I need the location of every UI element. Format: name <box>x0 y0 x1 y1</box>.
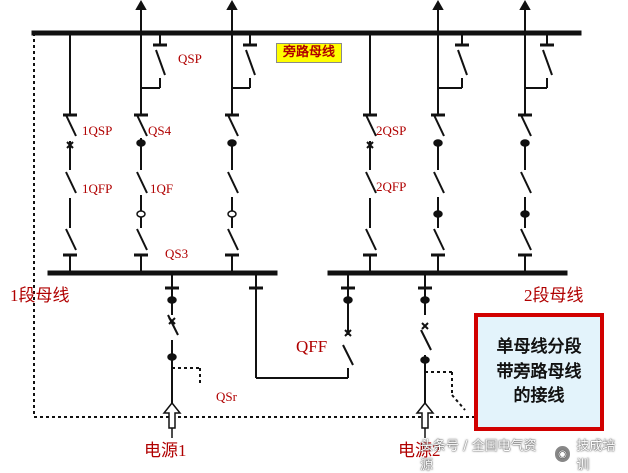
feeder-label-x3: X3 <box>408 5 427 22</box>
breaker-open-x2 <box>227 210 237 218</box>
busbars <box>31 30 582 276</box>
caption-box: 单母线分段 带旁路母线 的接线 <box>474 313 604 431</box>
breaker-dot-x3 <box>433 139 443 147</box>
label-2qfp: 2QFP <box>376 179 407 194</box>
label-1qfp: 1QFP <box>82 181 113 196</box>
label-1qf: 1QF <box>150 181 174 196</box>
branch-lines <box>33 33 554 418</box>
breaker-dot-x3-low <box>433 210 443 218</box>
feeder-label-x1: X1 <box>112 5 131 22</box>
breaker-open-x1 <box>136 210 146 218</box>
source-1-label: 电源1 <box>144 441 187 460</box>
caption-line-3: 的接线 <box>513 386 565 407</box>
feeder-x1-arrow <box>135 0 147 33</box>
bus-section-2-label: 2段母线 <box>524 286 584 305</box>
source-2-arrow-icon <box>415 401 435 429</box>
breaker-dot-x1 <box>136 139 146 147</box>
bus-tie <box>249 273 355 379</box>
branch-x2 <box>225 33 257 273</box>
feeder-label-x4: X4 <box>490 5 509 22</box>
label-qsp: QSP <box>178 51 202 66</box>
caption-line-2: 带旁路母线 <box>496 361 582 382</box>
feeder-x2-arrow <box>226 0 238 33</box>
breaker-markers <box>66 139 530 364</box>
label-1qsp: 1QSP <box>82 123 113 138</box>
label-qff: QFF <box>296 337 328 356</box>
label-qs3: QS3 <box>165 246 189 261</box>
branch-x4 <box>518 33 554 273</box>
bypass-dotted-path <box>33 33 474 418</box>
source-arrows <box>162 401 435 438</box>
breaker-dot-x2 <box>227 139 237 147</box>
watermark: 头条号 / 全国电气资源 ◉ 技成培训 <box>420 439 628 473</box>
branch-x1 <box>134 33 167 273</box>
breaker-dot-src1 <box>167 296 177 304</box>
label-2qsp: 2QSP <box>376 123 407 138</box>
source-2-label: 电源2 <box>398 441 441 460</box>
breaker-dot-src2-low <box>420 356 430 364</box>
source-1-arrow-icon <box>162 401 182 429</box>
breaker-dot-x4-low <box>520 210 530 218</box>
feeder-label-x2: X2 <box>200 5 219 22</box>
branch-bypass-right <box>363 33 377 273</box>
branch-bypass-left <box>63 33 77 273</box>
bypass-bus-label: 旁路母线 <box>276 43 343 64</box>
bus-section-1-label: 1段母线 <box>10 286 70 305</box>
source-1-branch <box>165 273 201 410</box>
breaker-dot-src2 <box>420 296 430 304</box>
branch-x3 <box>431 33 469 273</box>
caption-line-1: 单母线分段 <box>496 337 582 358</box>
label-qsr: QSr <box>216 389 237 404</box>
breaker-dot-x4 <box>520 139 530 147</box>
watermark-logo-icon: ◉ <box>554 446 571 462</box>
feeder-x3-arrow <box>432 0 444 33</box>
cross-markers <box>66 141 429 337</box>
label-qs4: QS4 <box>148 123 172 138</box>
watermark-text: 头条号 / 全国电气资源 <box>420 439 537 473</box>
source-2-branch <box>418 273 466 411</box>
breaker-dot-src1-low <box>167 353 177 361</box>
watermark-logo-text: 技成培训 <box>576 439 616 473</box>
feeder-arrows <box>135 0 531 33</box>
breaker-dot-tie <box>343 296 353 304</box>
feeder-x4-arrow <box>519 0 531 33</box>
